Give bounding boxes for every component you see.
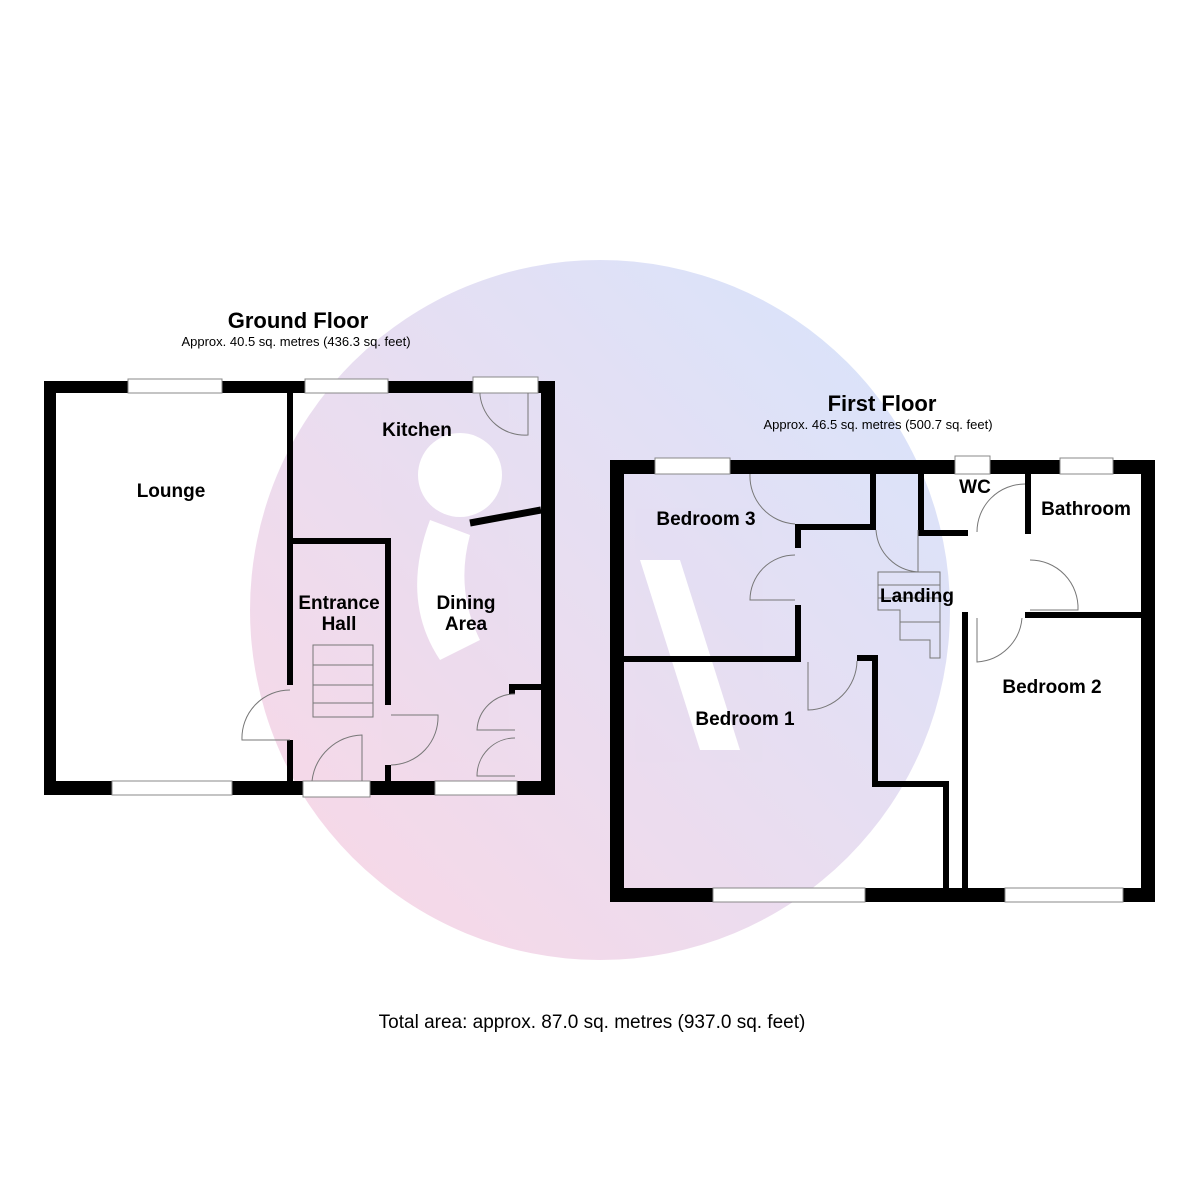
room-label-bedroom-1: Bedroom 1 [695,709,795,730]
room-label-bedroom-2: Bedroom 2 [1002,677,1101,698]
ground-floor-title: Ground Floor [228,308,369,333]
room-label-entrance-hall-1: Entrance [298,593,379,614]
room-label-entrance-hall-2: Hall [322,614,357,635]
room-label-dining-area-1: Dining [436,593,495,614]
first-floor-area: Approx. 46.5 sq. metres (500.7 sq. feet) [763,417,992,432]
room-label-lounge: Lounge [137,481,206,502]
room-label-wc: WC [959,477,991,498]
room-label-kitchen: Kitchen [382,420,452,441]
first-floor-title: First Floor [828,391,937,416]
room-label-bedroom-3: Bedroom 3 [656,509,755,530]
first-floor-plan: First Floor Approx. 46.5 sq. metres (500… [610,391,1155,903]
stairs [877,571,941,659]
room-label-dining-area-2: Area [445,614,488,635]
stairs [312,644,374,718]
ground-floor-plan: Ground Floor Approx. 40.5 sq. metres (43… [44,308,555,798]
total-area: Total area: approx. 87.0 sq. metres (937… [379,1012,806,1033]
room-label-landing: Landing [880,586,954,607]
ground-floor-area: Approx. 40.5 sq. metres (436.3 sq. feet) [181,334,410,349]
room-label-bathroom: Bathroom [1041,499,1131,520]
